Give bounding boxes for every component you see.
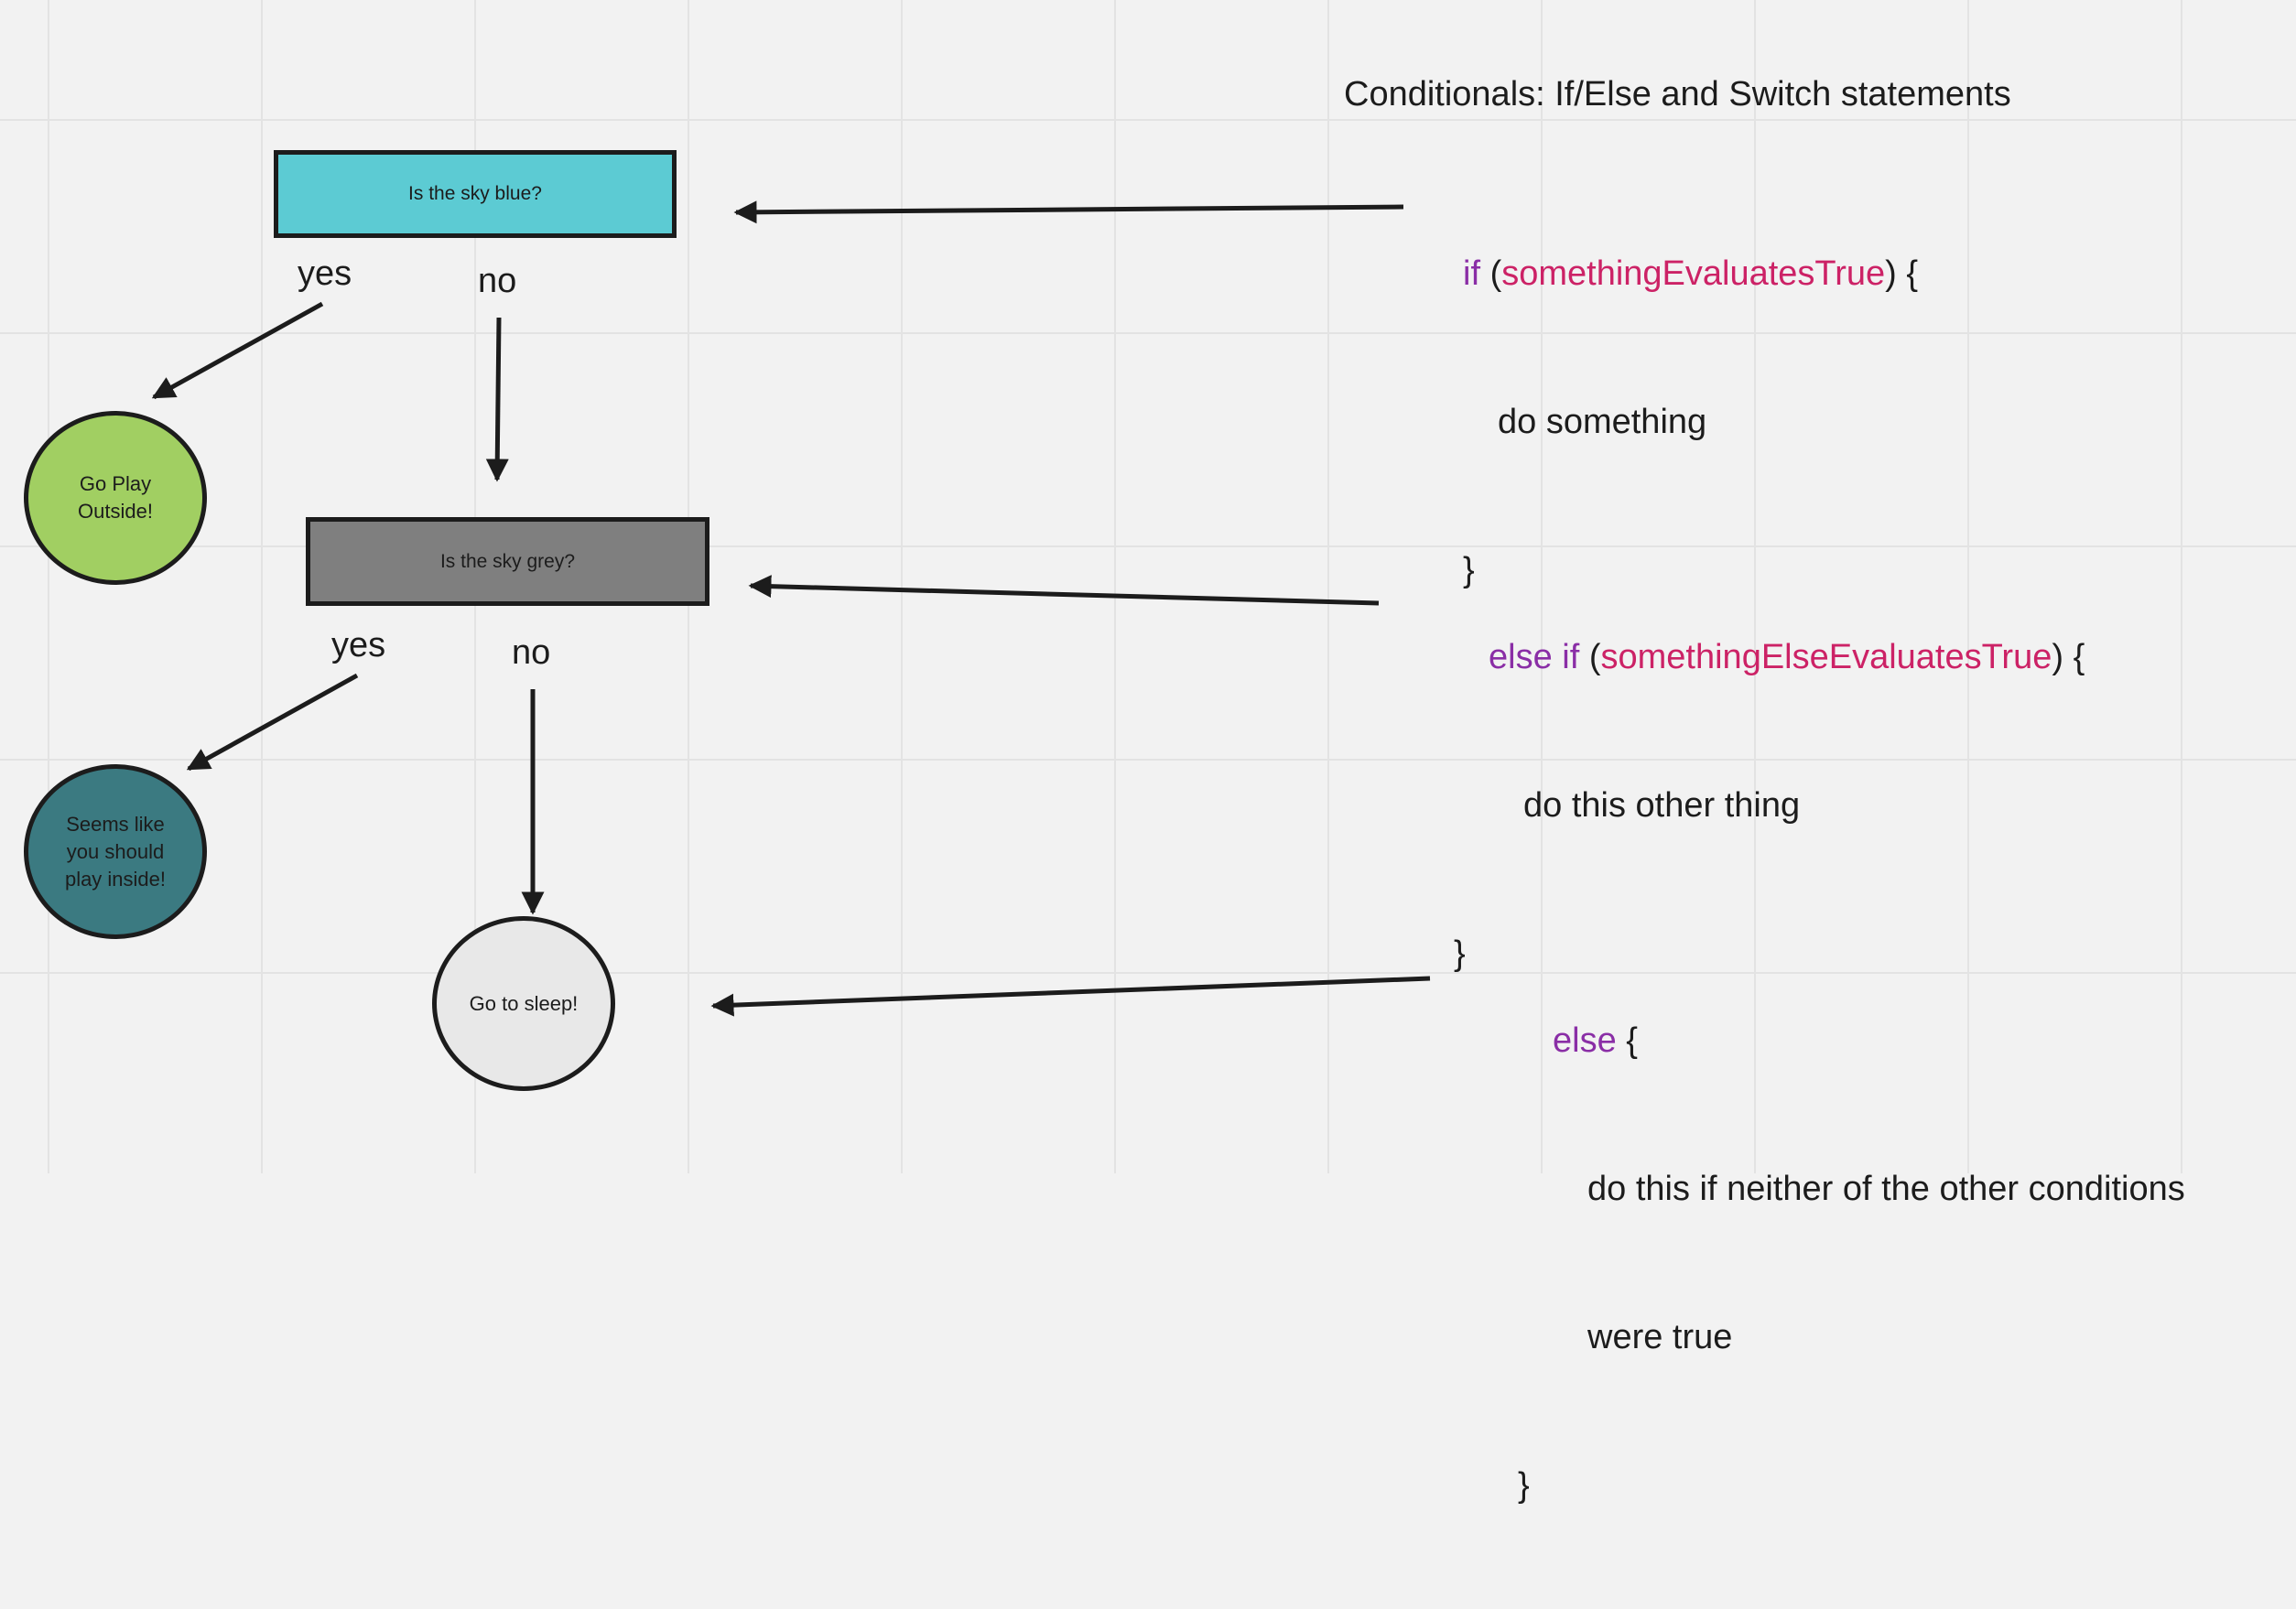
question-sky-blue-box[interactable]: Is the sky blue? xyxy=(274,150,677,238)
code-else-block[interactable]: else { do this if neither of the other c… xyxy=(1518,917,2185,1609)
else-body-line-2: were true xyxy=(1587,1318,1733,1356)
if-end-brace: } xyxy=(1463,551,1475,589)
outcome-sleep-circle[interactable]: Go to sleep! xyxy=(432,916,615,1091)
else-end-brace: } xyxy=(1518,1466,1530,1505)
else-body-line-1: do this if neither of the other conditio… xyxy=(1587,1170,2185,1208)
arrow-if-to-q1[interactable] xyxy=(733,200,1404,224)
code-else-if-line: else if (somethingElseEvaluatesTrue) { xyxy=(1489,638,2085,676)
arrow-q2-yes[interactable] xyxy=(186,673,359,772)
q2-no-label: no xyxy=(512,633,551,672)
outcome-sleep-text: Go to sleep! xyxy=(469,991,579,1015)
q1-no-label: no xyxy=(478,262,517,300)
arrow-elseif-to-q2[interactable] xyxy=(748,575,1380,606)
if-body: do something xyxy=(1498,403,1707,441)
q2-yes-label: yes xyxy=(331,626,386,664)
else-keyword: else xyxy=(1553,1021,1617,1060)
else-if-condition: somethingElseEvaluatesTrue xyxy=(1600,638,2052,676)
outcome-play-inside-text: Seems like you should play inside! xyxy=(64,812,167,891)
if-keyword: if xyxy=(1463,254,1480,293)
question-sky-grey-text: Is the sky grey? xyxy=(439,550,576,572)
else-if-body: do this other thing xyxy=(1523,786,1801,825)
code-if-line: if (somethingEvaluatesTrue) { xyxy=(1463,254,1919,293)
else-if-end-brace: } xyxy=(1454,934,1466,973)
outcome-play-outside-circle[interactable]: Go Play Outside! xyxy=(24,411,207,585)
whiteboard-canvas[interactable]: Is the sky blue? yes no Go Play Outside!… xyxy=(0,0,2296,1505)
arrow-else-to-sleep[interactable] xyxy=(710,976,1431,1017)
code-else-if-block[interactable]: else if (somethingElseEvaluatesTrue) { d… xyxy=(1454,534,2085,1077)
else-if-keyword: else if xyxy=(1489,638,1580,676)
outcome-play-inside-circle[interactable]: Seems like you should play inside! xyxy=(24,764,207,939)
arrow-q1-yes[interactable] xyxy=(151,301,324,400)
connectors-layer xyxy=(151,200,1431,1017)
outcome-play-outside-text: Go Play Outside! xyxy=(78,472,153,523)
code-if-block[interactable]: if (somethingEvaluatesTrue) { do somethi… xyxy=(1463,150,1918,694)
question-sky-grey-box[interactable]: Is the sky grey? xyxy=(306,517,709,606)
q1-yes-label: yes xyxy=(298,254,352,293)
page-title: Conditionals: If/Else and Switch stateme… xyxy=(1344,75,2011,113)
if-condition: somethingEvaluatesTrue xyxy=(1501,254,1886,293)
question-sky-blue-text: Is the sky blue? xyxy=(408,183,542,204)
code-else-line: else { xyxy=(1553,1021,1638,1060)
arrow-q1-no[interactable] xyxy=(485,317,509,482)
